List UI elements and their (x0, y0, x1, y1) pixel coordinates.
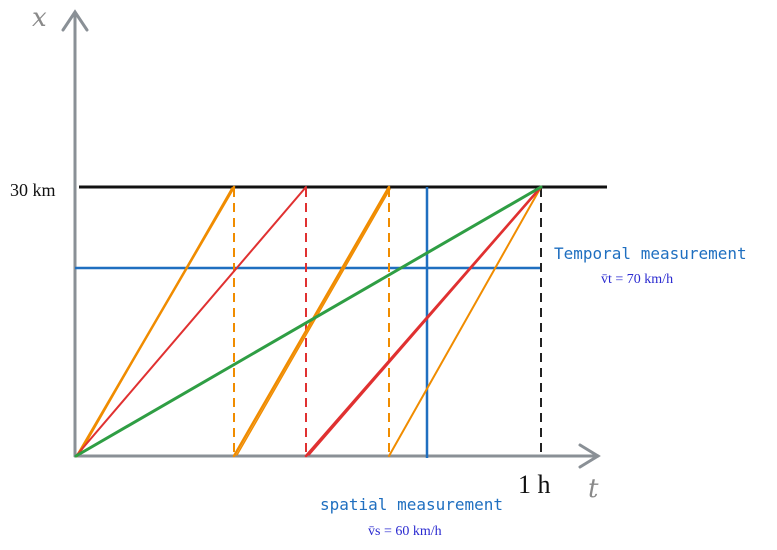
red-trajectory-1 (75, 186, 307, 457)
temporal-measurement-formula: v̄t = 70 km/h (601, 272, 673, 287)
vehicle-trajectories (74, 185, 543, 458)
t-axis-arrowhead (578, 443, 601, 469)
x-axis-arrowhead (61, 9, 89, 32)
orange-trajectory-2b (236, 188, 391, 456)
spatial-measurement-title: spatial measurement (320, 495, 503, 514)
spatial-measurement-formula: v̄s = 60 km/h (368, 524, 442, 539)
distance-tick-label: 30 km (10, 180, 56, 200)
orange-trajectory-1b (78, 187, 233, 456)
temporal-measurement-title: Temporal measurement (554, 244, 747, 263)
time-tick-label: 1 h (518, 470, 551, 499)
axes (61, 9, 601, 469)
orange-trajectory-3 (388, 186, 542, 457)
orange-trajectory-2a (232, 185, 391, 458)
red-trajectory-2b (308, 189, 540, 456)
green-trajectory (74, 185, 543, 458)
t-axis-label: t (588, 474, 599, 504)
x-axis-label: x (32, 3, 47, 33)
vehicle-arrival-markers (233, 188, 542, 456)
